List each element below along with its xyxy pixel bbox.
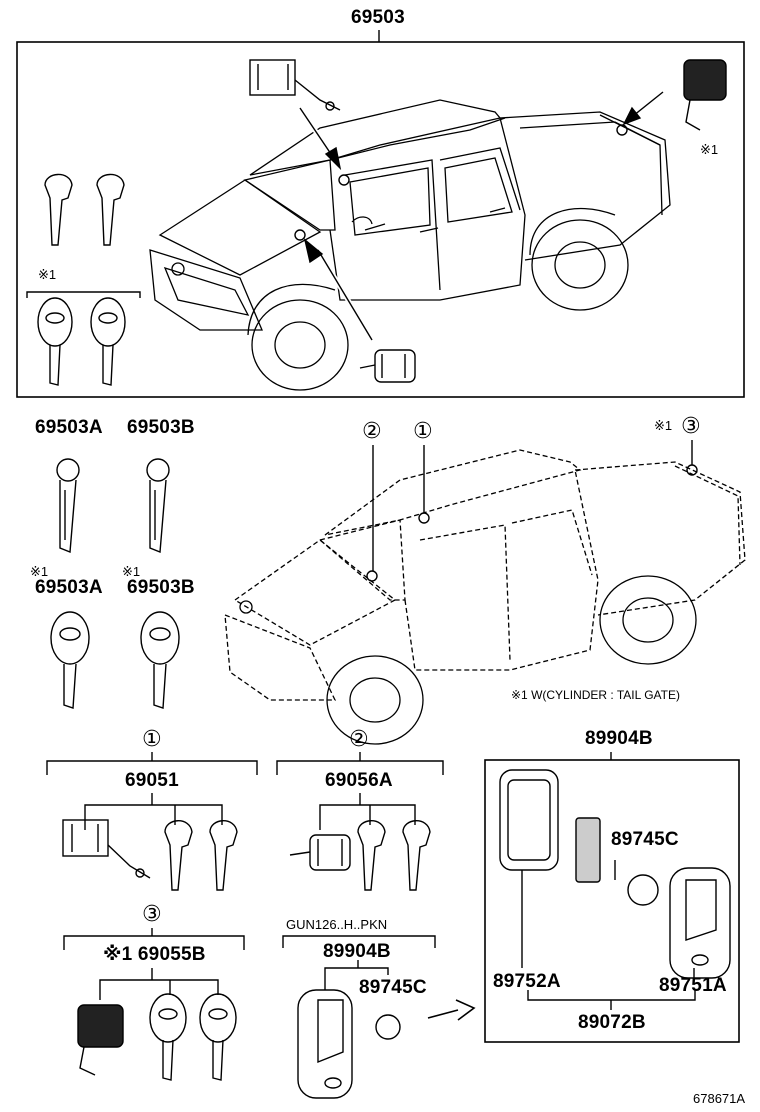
part-number-69503a-x1: 69503A [35,577,103,598]
truck-illustration-top [149,99,671,391]
set-2-parts [289,820,431,891]
part-number-89745c-remote: 89745C [359,977,427,998]
note-marker-top: ※1 [700,142,719,157]
blade-keys-middle [50,458,180,709]
set-1-bracket [46,752,258,830]
remote-bracket [282,935,436,990]
set-2-bracket [276,752,444,830]
lock-cylinders-top [249,59,727,383]
footnote-tail-gate: ※1 W(CYLINDER : TAIL GATE) [511,688,680,702]
blade-keys-top [26,173,141,386]
set-3-circle: ③ [142,901,162,926]
location-markers-top [294,91,664,342]
top-panel [16,30,745,398]
part-number-89904b-box: 89904B [585,728,653,749]
diagram-id: 678671A [693,1091,746,1106]
smart-key-box [484,752,740,1043]
part-number-69056a: 69056A [325,770,393,791]
note-marker-a: ※1 [30,564,49,579]
note-marker-keys: ※1 [38,267,57,282]
part-number-89751a: 89751A [659,975,727,996]
remote-model-code: GUN126..H..PKN [286,917,388,932]
part-number-89745c-box: 89745C [611,829,679,850]
location-markers-middle [366,440,698,582]
part-number-89752a: 89752A [493,971,561,992]
remote-parts [297,989,476,1099]
part-number-89072b: 89072B [578,1012,646,1033]
part-number-89904b-remote: 89904B [323,941,391,962]
set-3-parts [77,993,237,1081]
part-number-69051: 69051 [125,770,179,791]
set-3-bracket [63,928,245,1000]
part-number-69503a: 69503A [35,417,103,438]
part-number-69055b: ※1 69055B [103,944,206,965]
note-marker-b: ※1 [122,564,141,579]
set-2-circle: ② [349,726,369,751]
set-1-parts [62,819,238,891]
location-marker-1: ① [413,418,433,443]
truck-illustration-middle [224,449,746,745]
part-number-69503b: 69503B [127,417,195,438]
part-number-69503: 69503 [351,7,405,28]
set-1-circle: ① [142,726,162,751]
part-number-69503b-x1: 69503B [127,577,195,598]
note-marker-location-3: ※1 [654,418,673,433]
location-marker-3: ③ [681,413,701,438]
location-marker-2: ② [362,418,382,443]
